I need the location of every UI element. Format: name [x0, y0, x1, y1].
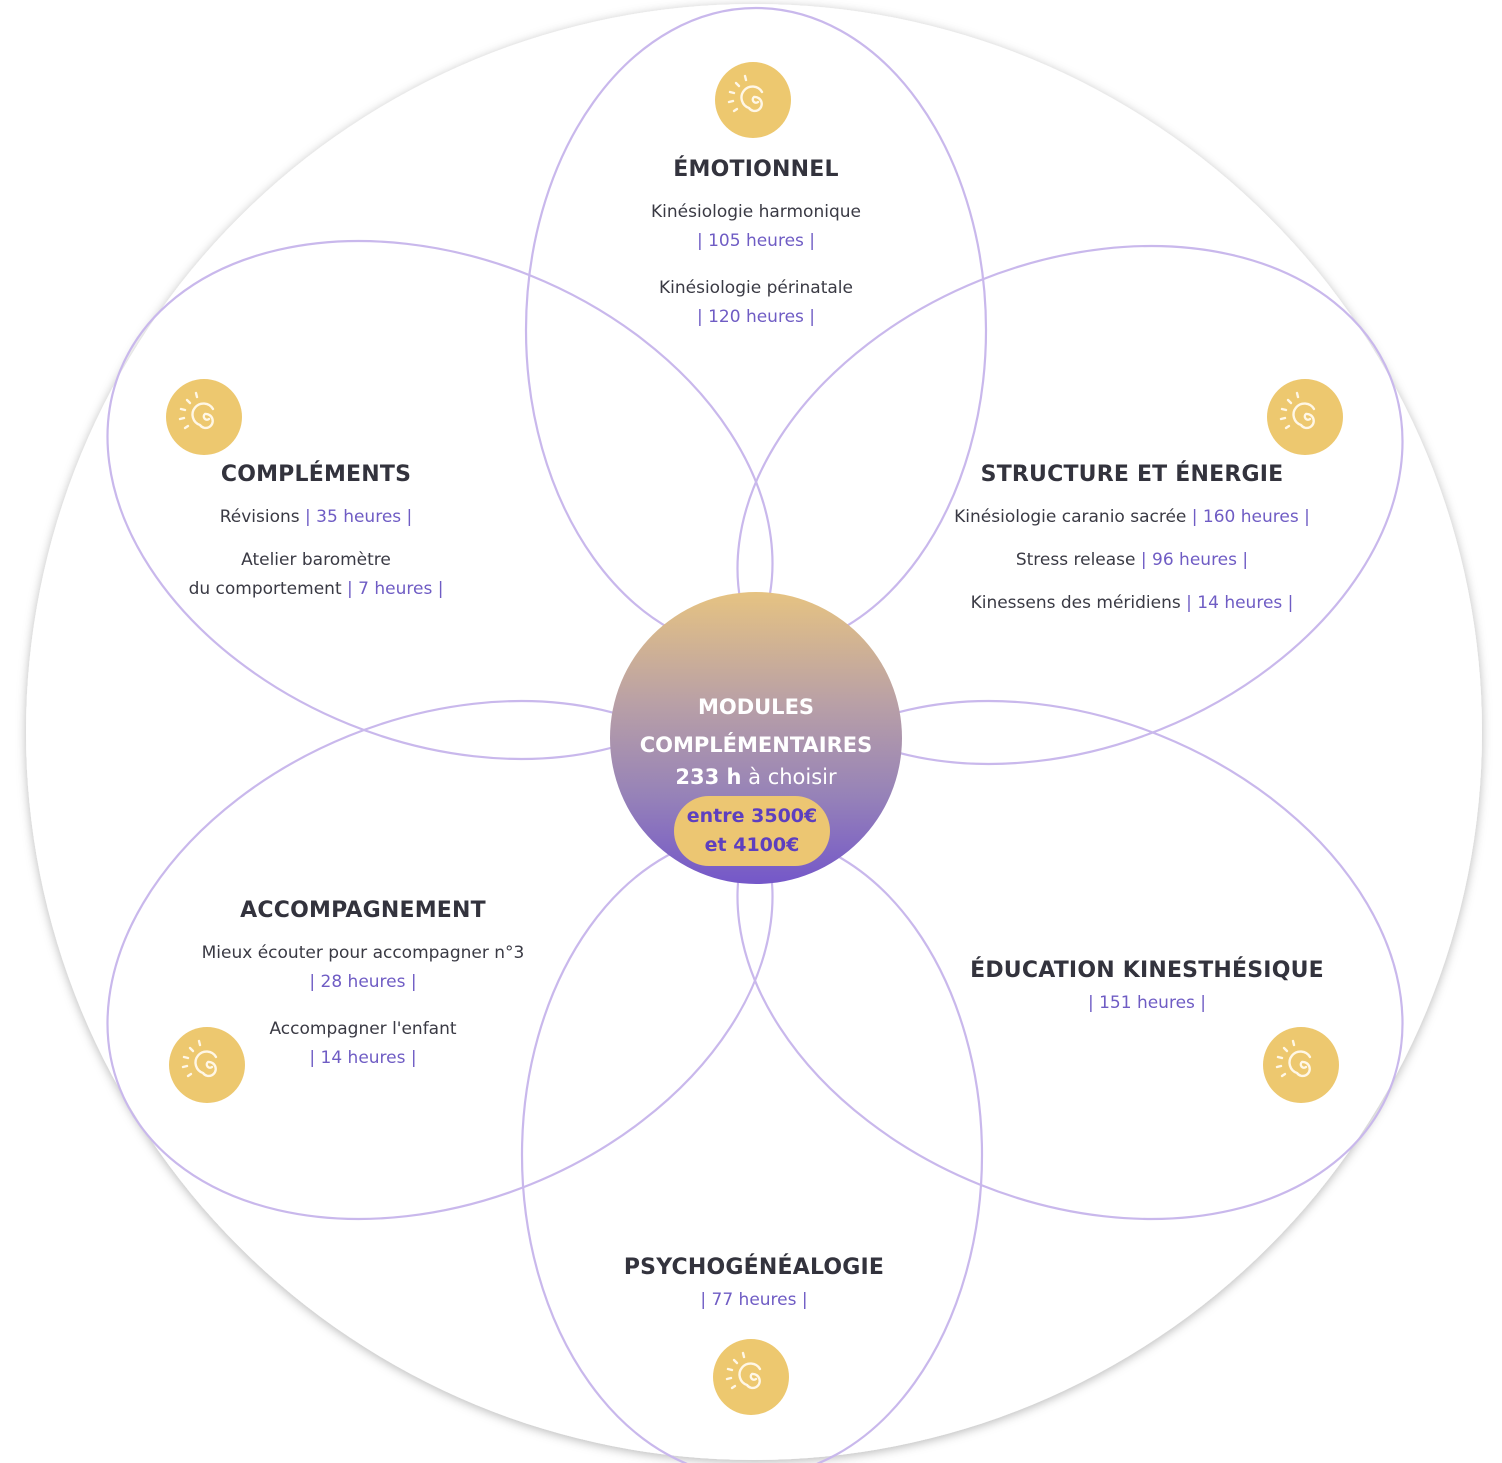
section-title: ACCOMPAGNEMENT	[240, 898, 486, 923]
module-hours: | 120 heures |	[696, 307, 816, 327]
section-accompagnement: ACCOMPAGNEMENT Mieux écouter pour accomp…	[143, 898, 583, 1073]
center-title-line1: MODULES	[697, 695, 815, 719]
section-education-kinesthesique: ÉDUCATION KINESTHÉSIQUE | 151 heures |	[917, 958, 1377, 1018]
sun-spiral-icon	[166, 379, 242, 455]
price-line2: et 4100€	[704, 834, 800, 856]
center-hours-value: 233 h	[675, 765, 742, 789]
section-title: STRUCTURE ET ÉNERGIE	[980, 462, 1284, 487]
sun-spiral-icon	[169, 1027, 245, 1103]
module-label: Kinésiologie caranio sacrée	[954, 507, 1192, 527]
center-modules-circle: MODULES COMPLÉMENTAIRES 233 h à choisir …	[610, 592, 902, 884]
section-title: PSYCHOGÉNÉALOGIE	[623, 1255, 885, 1280]
price-badge: entre 3500€ et 4100€	[674, 796, 830, 866]
module-label: Kinésiologie harmonique	[651, 202, 861, 222]
module-label: Kinésiologie périnatale	[658, 278, 853, 298]
center-hours: 233 h à choisir	[610, 762, 902, 792]
module-row: du comportement | 7 heures |	[116, 575, 516, 604]
module-hours: | 160 heures |	[1191, 507, 1310, 527]
module-hours: | 14 heures |	[1186, 593, 1294, 613]
section-title: ÉDUCATION KINESTHÉSIQUE	[970, 958, 1324, 983]
section-title: ÉMOTIONNEL	[673, 157, 839, 182]
price-line1: entre 3500€	[686, 805, 818, 827]
module-label: Atelier baromètre	[241, 550, 391, 570]
sun-spiral-icon	[1263, 1027, 1339, 1103]
center-title-line2: COMPLÉMENTAIRES	[639, 733, 873, 757]
module-row: Kinésiologie caranio sacrée | 160 heures…	[902, 503, 1362, 532]
module-label: Accompagner l'enfant	[269, 1019, 457, 1039]
module-hours: | 96 heures |	[1140, 550, 1249, 570]
module-row: Révisions | 35 heures |	[116, 503, 516, 532]
center-hours-text: à choisir	[741, 765, 837, 789]
sun-spiral-icon	[1267, 379, 1343, 455]
module-hours: | 151 heures |	[1087, 993, 1207, 1013]
module-row: Stress release | 96 heures |	[902, 546, 1362, 575]
module-hours: | 14 heures |	[309, 1048, 417, 1068]
module-row: Kinessens des méridiens | 14 heures |	[902, 589, 1362, 618]
module-label: Révisions	[219, 507, 306, 527]
module-label: Stress release	[1015, 550, 1141, 570]
section-psychogenealogie: PSYCHOGÉNÉALOGIE | 77 heures |	[554, 1255, 954, 1315]
module-hours: | 7 heures |	[347, 579, 444, 599]
module-label: Kinessens des méridiens	[970, 593, 1187, 613]
section-structure-energie: STRUCTURE ET ÉNERGIE Kinésiologie carani…	[902, 462, 1362, 618]
section-emotionnel: ÉMOTIONNEL Kinésiologie harmonique | 105…	[556, 157, 956, 332]
section-complements: COMPLÉMENTS Révisions | 35 heures | Atel…	[116, 462, 516, 604]
module-label: Mieux écouter pour accompagner n°3	[201, 943, 525, 963]
module-hours: | 28 heures |	[309, 972, 417, 992]
module-hours: | 35 heures |	[305, 507, 413, 527]
sun-spiral-icon	[715, 62, 791, 138]
module-label: du comportement	[188, 579, 348, 599]
sun-spiral-icon	[713, 1339, 789, 1415]
module-hours: | 77 heures |	[700, 1290, 808, 1310]
center-title: MODULES COMPLÉMENTAIRES	[610, 688, 902, 764]
section-title: COMPLÉMENTS	[220, 462, 412, 487]
module-hours: | 105 heures |	[696, 231, 816, 251]
